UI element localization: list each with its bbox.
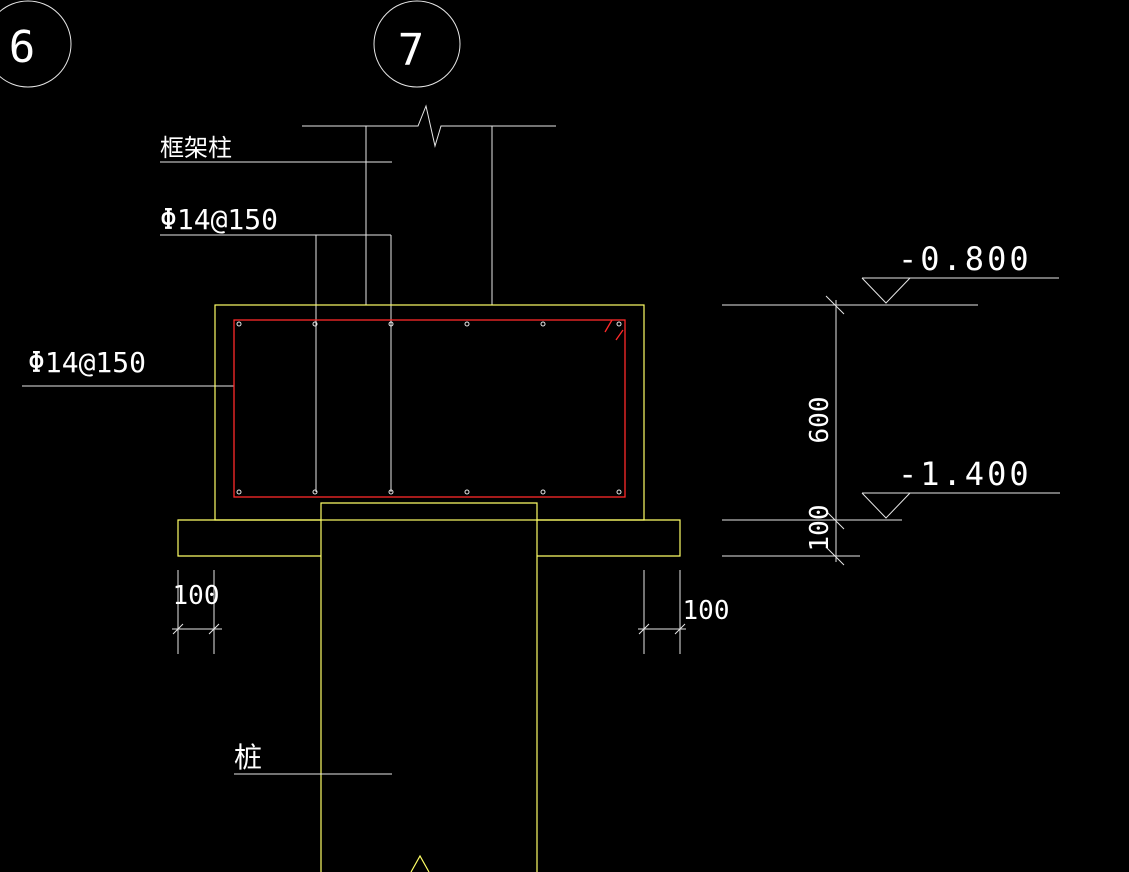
column-break-line: [302, 104, 556, 305]
rebar-cage: [233, 319, 626, 498]
axis-bubble-6: 6: [0, 0, 72, 88]
cushion-thickness-value: 100: [805, 505, 835, 552]
callout-frame-column: 框架柱: [160, 134, 392, 163]
rebar-dot: [616, 489, 622, 495]
pile-label: 桩: [234, 741, 262, 774]
rebar-dot: [464, 321, 470, 327]
callout-rebar-top: Φ14@150: [160, 203, 392, 492]
rebar-dot: [388, 489, 394, 495]
rebar-side-label: Φ14@150: [28, 346, 146, 379]
elevation-marker-top: -0.800: [861, 240, 1059, 304]
rebar-dots: [236, 321, 622, 495]
dimension-right-offset: 100: [638, 570, 729, 654]
rebar-dot: [312, 489, 318, 495]
cushion-layer: [177, 519, 681, 557]
rebar-dot: [464, 489, 470, 495]
rebar-top-label: Φ14@150: [160, 203, 278, 236]
axis-bubble-7: 7: [373, 0, 461, 88]
right-offset-value: 100: [683, 596, 730, 626]
rebar-dot: [236, 489, 242, 495]
rebar-dot: [236, 321, 242, 327]
frame-column-label: 框架柱: [160, 134, 232, 162]
pile-shaft: [320, 502, 538, 872]
elevation-bottom-value: -1.400: [898, 455, 1032, 493]
rebar-dot: [312, 321, 318, 327]
rebar-dot: [616, 321, 622, 327]
axis-label-6: 6: [9, 22, 36, 73]
elevation-top-value: -0.800: [898, 240, 1032, 278]
pile-cap-outline: [214, 304, 645, 521]
callout-rebar-side: Φ14@150: [22, 346, 234, 387]
cap-depth-value: 600: [805, 397, 835, 444]
left-offset-value: 100: [173, 581, 220, 611]
rebar-dot: [540, 489, 546, 495]
dimension-left-offset: 100: [172, 570, 222, 654]
elevation-marker-bottom: -1.400: [861, 455, 1060, 519]
rebar-dot: [388, 321, 394, 327]
axis-label-7: 7: [398, 25, 425, 76]
callout-pile: 桩: [234, 741, 392, 775]
dimension-vertical-chain: 600 100: [722, 295, 978, 566]
rebar-dot: [540, 321, 546, 327]
